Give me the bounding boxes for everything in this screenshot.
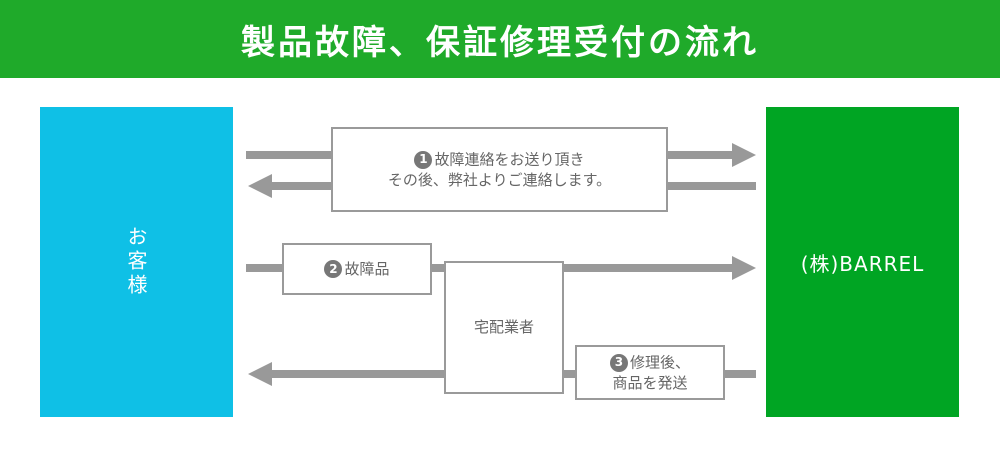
step3-text-line2: 商品を発送 [612,373,688,392]
courier-node: 宅配業者 [444,261,564,394]
arrowhead-contact-to-company [732,143,756,167]
customer-label: お客様 [124,226,148,298]
step1-number-badge: 1 [414,150,433,169]
step1-text-line2: その後、弊社よりご連絡します。 [387,170,612,189]
arrowhead-faulty-to-company [732,256,756,280]
step2-number-badge: 2 [324,260,343,278]
customer-node: お客様 [40,107,233,417]
arrowhead-contact-to-customer [248,174,272,198]
arrowhead-return-to-customer [248,362,272,386]
step3-number-badge: 3 [609,353,628,372]
courier-label: 宅配業者 [473,318,534,337]
step2-text: 故障品 [344,259,390,278]
step3-text-line1: 修理後、 [629,353,690,372]
page-title: 製品故障、保証修理受付の流れ [241,22,759,63]
company-label: (株)BARREL [800,251,925,276]
step1-text-line1: 故障連絡をお送り頂き [434,150,585,169]
company-node: (株)BARREL [766,107,959,417]
header-banner: 製品故障、保証修理受付の流れ [0,0,1000,78]
